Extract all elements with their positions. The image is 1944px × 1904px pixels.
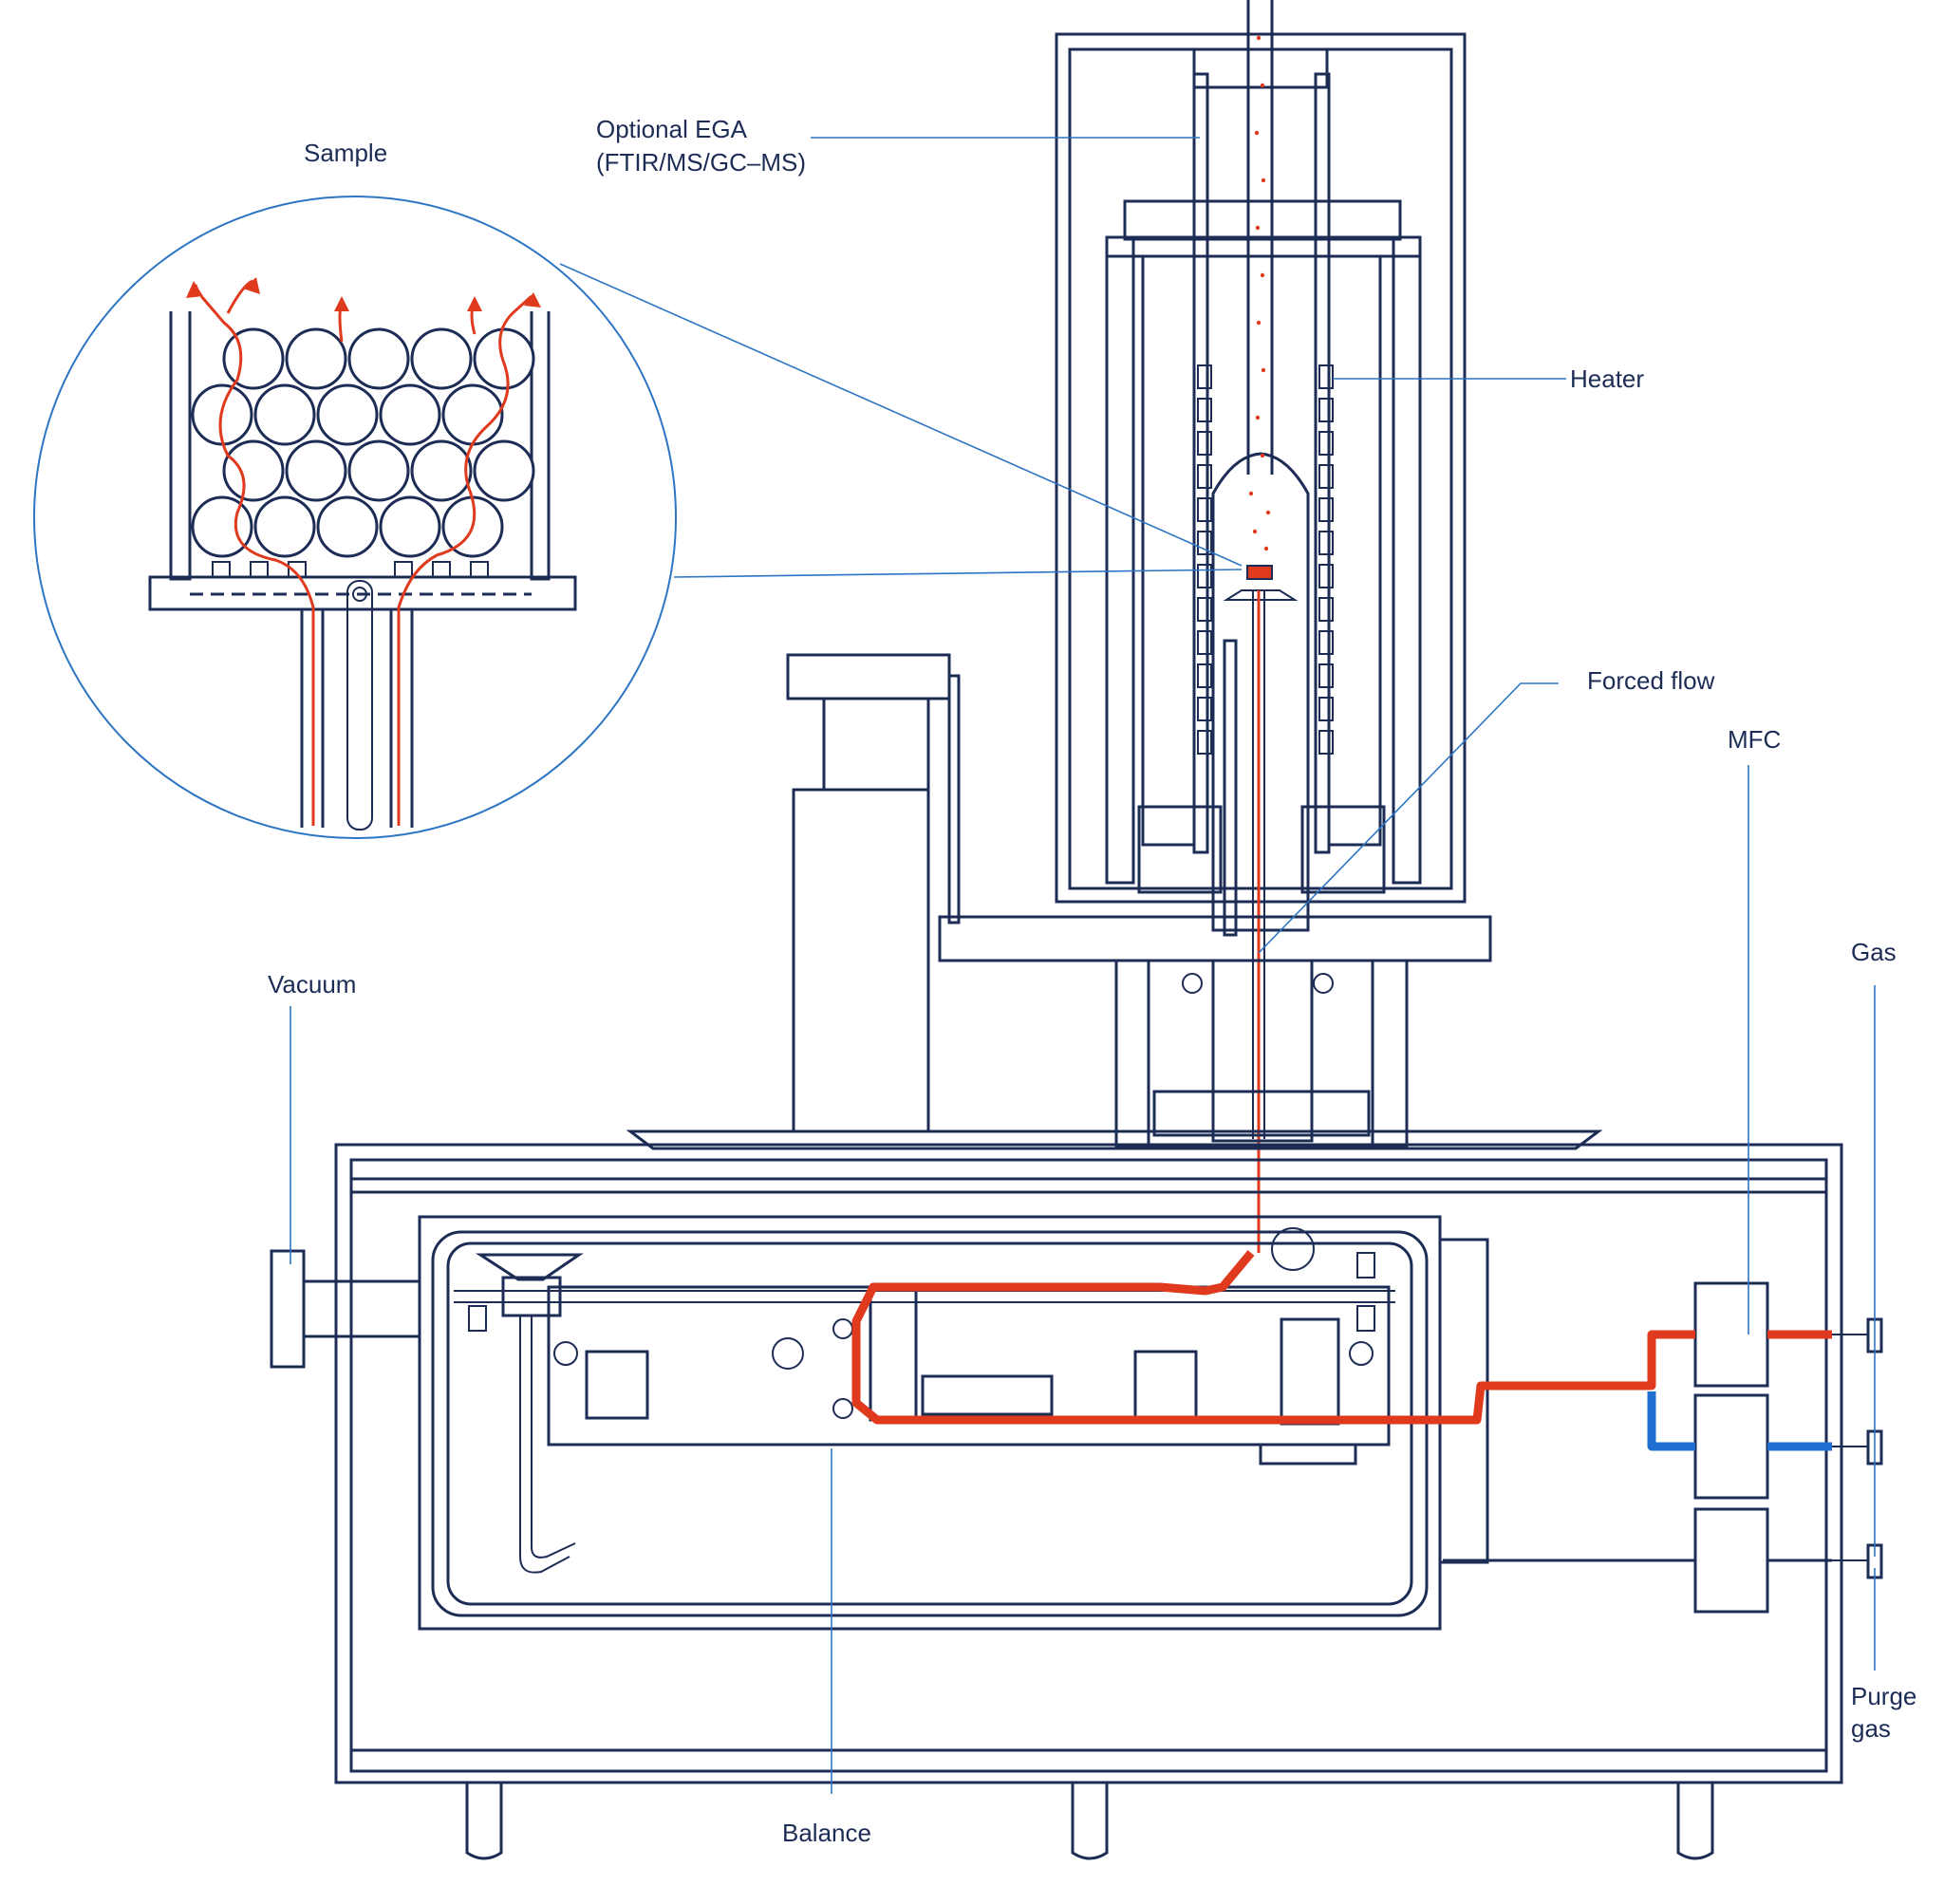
balance-mechanism	[468, 1227, 1375, 1574]
mfc-units	[1693, 1281, 1769, 1614]
reactive-gas-line	[1403, 1330, 1832, 1425]
vacuum-label: Vacuum	[268, 970, 356, 999]
ega-label-line2: (FTIR/MS/GC–MS)	[596, 148, 806, 177]
gas-label: Gas	[1851, 938, 1897, 966]
feet	[465, 1781, 1714, 1860]
sample-label: Sample	[304, 139, 387, 167]
furnace	[1055, 0, 1467, 937]
purge-gas-label-line1: Purge	[1851, 1682, 1916, 1710]
ega-label-line1: Optional EGA	[596, 115, 748, 143]
mfc-label: MFC	[1728, 725, 1781, 754]
balance-gas-loop	[851, 1250, 1403, 1425]
balance-housing	[334, 1143, 1843, 1784]
balance-label: Balance	[782, 1819, 871, 1847]
heater-coils	[1197, 364, 1334, 755]
column-flanges	[626, 653, 1603, 1150]
leader-lines	[290, 137, 1876, 1794]
purge-gas-label-line2: gas	[1851, 1714, 1891, 1743]
evolved-gas-particles	[1248, 35, 1271, 551]
sample-particles	[191, 327, 535, 558]
gas-flow-arrows	[186, 277, 541, 826]
purge-gas-line	[1647, 1391, 1832, 1451]
forced-flow-label: Forced flow	[1587, 666, 1715, 695]
vacuum-port	[270, 1249, 420, 1369]
heater-label: Heater	[1570, 364, 1644, 393]
sample-crucible	[1223, 565, 1299, 601]
